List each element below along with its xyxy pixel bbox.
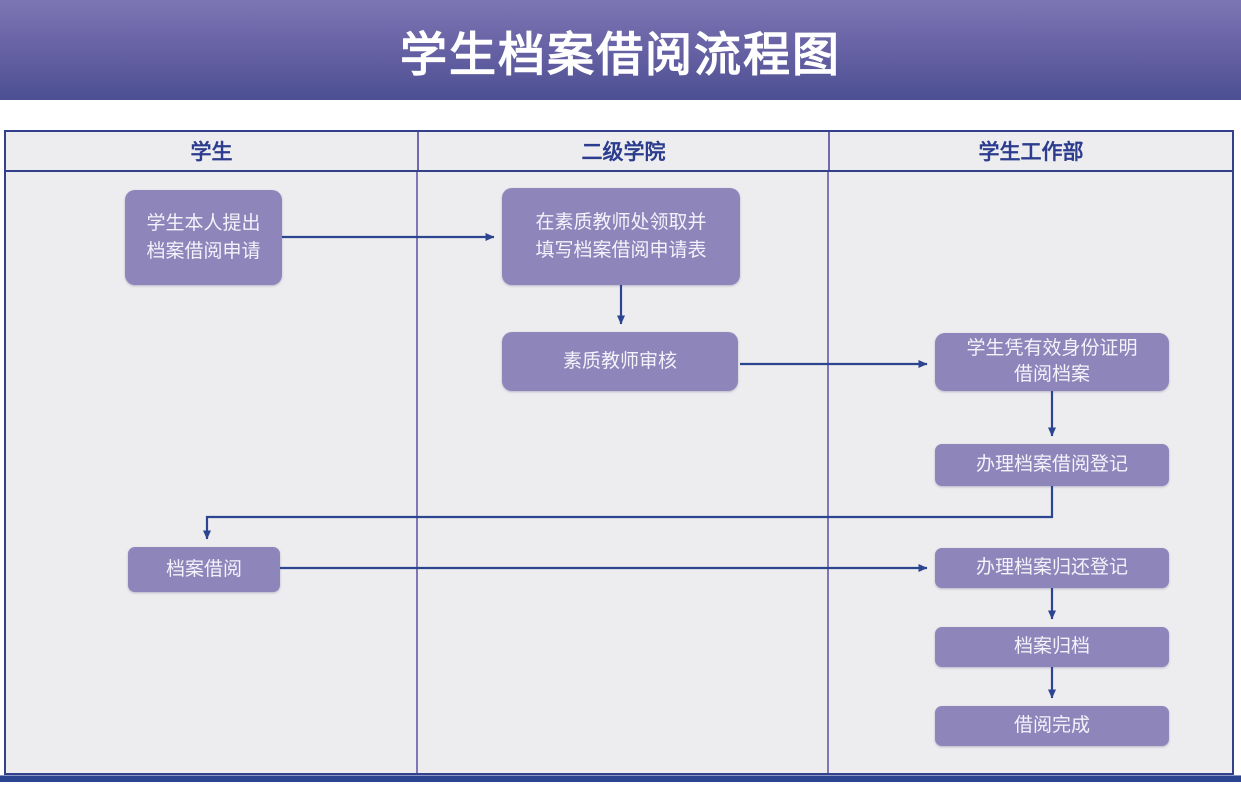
node-borrow-with-id-line2: 借阅档案 [1013, 364, 1090, 385]
node-archive-filing: 档案归档 [935, 627, 1169, 667]
node-borrow-with-id-line1: 学生凭有效身份证明 [966, 338, 1138, 359]
lane-header-student: 学生 [190, 141, 233, 164]
node-borrow-register: 办理档案借阅登记 [935, 444, 1169, 486]
lane-divider-1 [416, 172, 418, 773]
node-apply-line1: 学生本人提出 [146, 212, 261, 234]
bottom-border-bar [0, 775, 1241, 782]
node-complete: 借阅完成 [935, 706, 1169, 746]
node-borrowing: 档案借阅 [128, 547, 280, 592]
lane-header-college: 二级学院 [417, 132, 828, 170]
node-return-register-line1: 办理档案归还登记 [975, 557, 1128, 578]
title-banner: 学生档案借阅流程图 [0, 0, 1241, 100]
node-archive-filing-line1: 档案归档 [1013, 636, 1090, 657]
node-form-line1: 在素质教师处领取并 [535, 211, 707, 233]
node-borrow-register-line1: 办理档案借阅登记 [975, 454, 1128, 475]
node-review: 素质教师审核 [502, 332, 738, 391]
node-apply: 学生本人提出 档案借阅申请 [125, 190, 282, 285]
page-title: 学生档案借阅流程图 [400, 27, 841, 81]
lane-header-row: 学生 二级学院 学生工作部 [6, 132, 1232, 172]
node-complete-line1: 借阅完成 [1013, 715, 1090, 736]
node-form-line2: 填写档案借阅申请表 [535, 239, 707, 261]
node-borrow-with-id: 学生凭有效身份证明 借阅档案 [935, 333, 1169, 391]
node-borrowing-line1: 档案借阅 [165, 558, 242, 580]
node-return-register: 办理档案归还登记 [935, 548, 1169, 588]
node-review-line1: 素质教师审核 [562, 350, 677, 372]
node-apply-line2: 档案借阅申请 [146, 240, 261, 262]
lane-header-student-affairs: 学生工作部 [828, 132, 1232, 170]
lane-divider-2 [827, 172, 829, 773]
node-form: 在素质教师处领取并 填写档案借阅申请表 [502, 188, 740, 285]
